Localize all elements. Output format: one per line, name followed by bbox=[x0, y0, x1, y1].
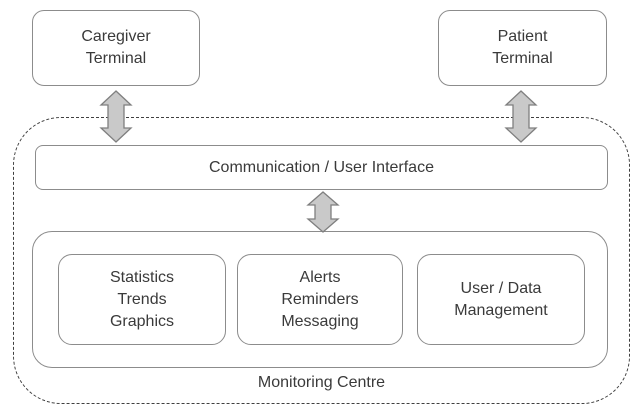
statistics-trends-graphics-label: Statistics Trends Graphics bbox=[109, 268, 175, 330]
communication-interface-box: Communication / User Interface bbox=[35, 145, 608, 190]
monitoring-centre-label: Monitoring Centre bbox=[257, 374, 386, 391]
monitoring-centre-container bbox=[13, 117, 630, 404]
internal-bidirectional-arrow-icon bbox=[306, 191, 340, 233]
caregiver-terminal-box: Caregiver Terminal bbox=[32, 10, 200, 86]
alerts-reminders-messaging-label: Alerts Reminders Messaging bbox=[281, 268, 359, 330]
user-data-management-label: User / Data Management bbox=[454, 279, 548, 319]
caregiver-bidirectional-arrow-icon bbox=[99, 90, 133, 143]
patient-bidirectional-arrow-icon bbox=[504, 90, 538, 143]
communication-interface-label: Communication / User Interface bbox=[209, 158, 434, 176]
patient-terminal-label: Patient Terminal bbox=[492, 28, 553, 67]
patient-terminal-box: Patient Terminal bbox=[438, 10, 607, 86]
alerts-reminders-messaging-box: Alerts Reminders Messaging bbox=[237, 254, 403, 345]
user-data-management-box: User / Data Management bbox=[417, 254, 585, 345]
caregiver-terminal-label: Caregiver Terminal bbox=[81, 28, 151, 67]
statistics-trends-graphics-box: Statistics Trends Graphics bbox=[58, 254, 226, 345]
